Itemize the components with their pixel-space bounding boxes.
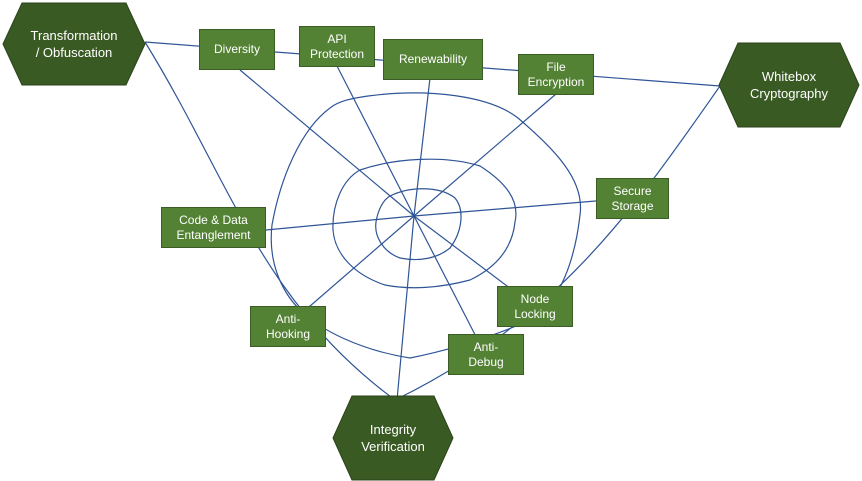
hub-label: Transformation / Obfuscation (30, 28, 118, 60)
box-code-data-entanglement: Code & Data Entanglement (161, 207, 266, 248)
box-diversity: Diversity (199, 29, 275, 70)
hub-label: Whitebox Cryptography (749, 69, 829, 101)
hub-integrity-verification: Integrity Verification (332, 395, 454, 481)
hexagon-shape (718, 42, 860, 128)
box-renewability: Renewability (383, 39, 483, 80)
web-ring-middle (332, 158, 517, 289)
box-secure-storage: Secure Storage (596, 178, 669, 219)
hub-transformation-obfuscation: Transformation / Obfuscation (2, 2, 146, 86)
box-api-protection: API Protection (299, 26, 375, 67)
box-node-locking: Node Locking (497, 286, 573, 327)
web-ring-outer (270, 92, 582, 359)
radial-spokes (239, 65, 633, 401)
box-anti-debug: Anti- Debug (448, 334, 524, 375)
edge-whitebox-integrity (394, 85, 721, 401)
hub-label: Integrity Verification (361, 422, 425, 454)
web-ring-inner (375, 188, 462, 261)
box-anti-hooking: Anti- Hooking (250, 306, 326, 347)
hexagon-shape (2, 2, 146, 86)
hexagon-shape (332, 395, 454, 481)
box-file-encryption: File Encryption (518, 54, 594, 95)
hub-whitebox-cryptography: Whitebox Cryptography (718, 42, 860, 128)
